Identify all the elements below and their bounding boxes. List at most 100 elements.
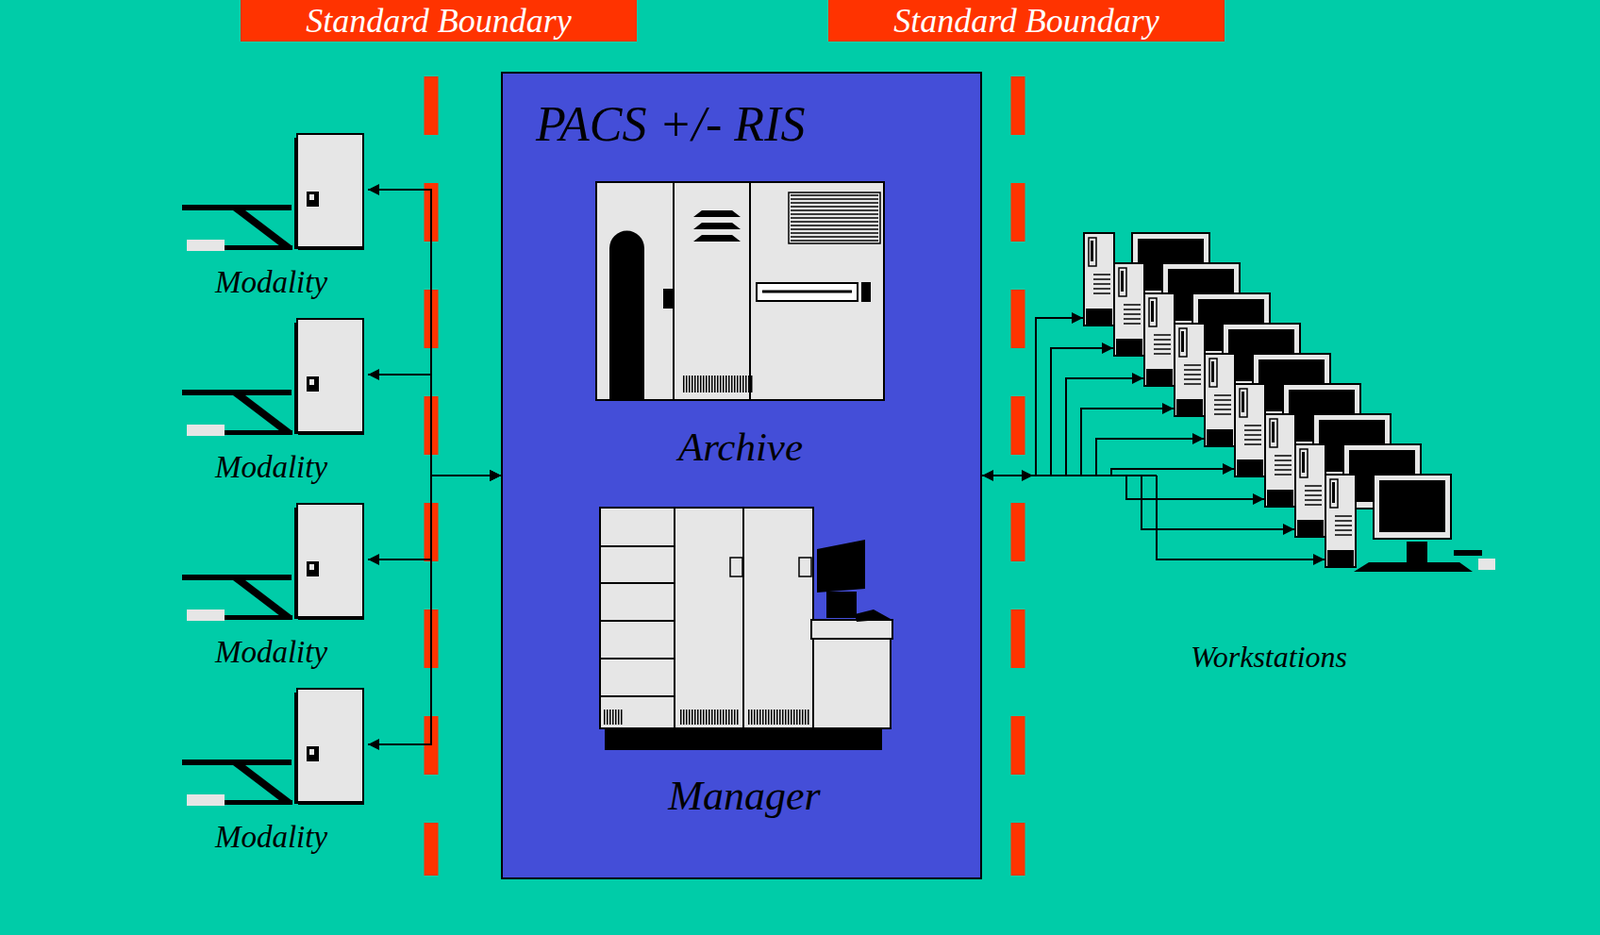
- drawing-part: [1334, 524, 1352, 527]
- drawing-part: [1373, 474, 1451, 539]
- banner-text: Standard Boundary: [240, 0, 637, 42]
- connector-arrow: [367, 475, 501, 560]
- drawing-part: [596, 182, 884, 400]
- drawing-part: [604, 726, 883, 750]
- drawing-part: [779, 709, 782, 725]
- drawing-part: [1265, 414, 1296, 507]
- drawing-part: [790, 198, 879, 200]
- drawing-part: [790, 235, 879, 238]
- drawing-part: [1244, 438, 1262, 441]
- drawing-part: [790, 201, 879, 204]
- drawing-part: [673, 507, 676, 729]
- drawing-part: [1153, 333, 1171, 336]
- drawing-part: [1123, 313, 1141, 316]
- drawing-part: [603, 709, 606, 725]
- drawing-part: [1234, 383, 1266, 477]
- drawing-part: [816, 539, 866, 593]
- drawing-part: [694, 375, 697, 393]
- manager-unit: Manager: [590, 501, 899, 828]
- drawing-part: [691, 375, 694, 393]
- drawing-part: [742, 507, 745, 729]
- drawing-part: [731, 709, 734, 725]
- drawing-part: [294, 137, 299, 250]
- modality-unit: Modality: [174, 317, 368, 493]
- drawing-part: [748, 375, 750, 393]
- drawing-part: [672, 182, 675, 400]
- drawing-part: [186, 609, 225, 621]
- drawing-part: [620, 709, 623, 725]
- drawing-part: [725, 375, 728, 393]
- drawing-part: [1214, 413, 1232, 416]
- drawing-part: [790, 205, 879, 208]
- drawing-part: [725, 709, 728, 725]
- drawing-part: [596, 182, 884, 400]
- drawing-part: [1297, 519, 1324, 536]
- unit-label: Modality: [174, 265, 368, 301]
- drawing-part: [615, 709, 617, 725]
- drawing-part: [1239, 388, 1248, 417]
- pacs-box: PACS +/- RIS ArchiveManager: [500, 71, 983, 880]
- drawing-part: [1153, 343, 1171, 346]
- drawing-part: [804, 709, 807, 725]
- modality-unit: Modality: [174, 687, 368, 863]
- drawing-part: [1093, 273, 1111, 276]
- drawing-part: [609, 709, 612, 725]
- drawing-part: [1149, 298, 1157, 327]
- drawing-part: [1244, 443, 1262, 446]
- drawing-part: [784, 709, 787, 725]
- box-title: PACS +/- RIS: [502, 96, 805, 153]
- drawing-part: [298, 800, 365, 805]
- drawing-part: [306, 746, 319, 762]
- drawing-part: [297, 318, 364, 433]
- drawing-part: [1304, 503, 1322, 506]
- drawing-part: [1244, 433, 1262, 436]
- drawing-part: [719, 709, 722, 725]
- drawing-part: [733, 709, 736, 725]
- drawing-part: [790, 220, 879, 223]
- drawing-part: [1181, 331, 1184, 352]
- drawing-part: [1066, 378, 1144, 476]
- ws-illustration: [1033, 226, 1505, 680]
- modality-unit: Modality: [174, 133, 368, 308]
- drawing-part: [1304, 484, 1322, 487]
- drawing-part: [753, 709, 756, 725]
- drawing-part: [186, 794, 225, 806]
- drawing-part: [750, 709, 753, 725]
- drawing-part: [1330, 479, 1338, 508]
- drawing-part: [762, 290, 852, 294]
- drawing-part: [1126, 475, 1265, 500]
- workstation-group: Workstations: [1033, 226, 1505, 680]
- drawing-part: [309, 379, 315, 385]
- drawing-part: [298, 616, 365, 620]
- drawing-part: [1334, 533, 1352, 536]
- drawing-part: [600, 545, 675, 548]
- unit-label: Modality: [174, 819, 368, 856]
- drawing-part: [1295, 444, 1326, 537]
- drawing-part: [790, 213, 879, 216]
- drawing-part: [1206, 429, 1234, 446]
- drawing-part: [182, 204, 292, 211]
- drawing-part: [702, 375, 705, 393]
- drawing-part: [685, 375, 688, 393]
- drawing-part: [1274, 464, 1292, 467]
- archive-unit: Archive: [590, 177, 891, 474]
- drawing-part: [309, 749, 315, 755]
- drawing-part: [716, 709, 719, 725]
- drawing-part: [693, 234, 741, 242]
- connector-arrow: [367, 475, 501, 745]
- drawing-part: [1093, 287, 1111, 290]
- drawing-part: [683, 709, 685, 725]
- drawing-part: [854, 609, 891, 622]
- drawing-part: [762, 709, 765, 725]
- drawing-part: [1146, 368, 1173, 385]
- drawing-part: [182, 389, 292, 396]
- drawing-part: [700, 709, 702, 725]
- drawing-part: [606, 709, 609, 725]
- drawing-part: [1174, 323, 1205, 417]
- drawing-part: [756, 283, 858, 301]
- drawing-part: [736, 709, 739, 725]
- drawing-part: [1153, 338, 1171, 341]
- drawing-part: [1090, 240, 1094, 262]
- drawing-part: [790, 209, 879, 212]
- drawing-part: [1093, 292, 1111, 295]
